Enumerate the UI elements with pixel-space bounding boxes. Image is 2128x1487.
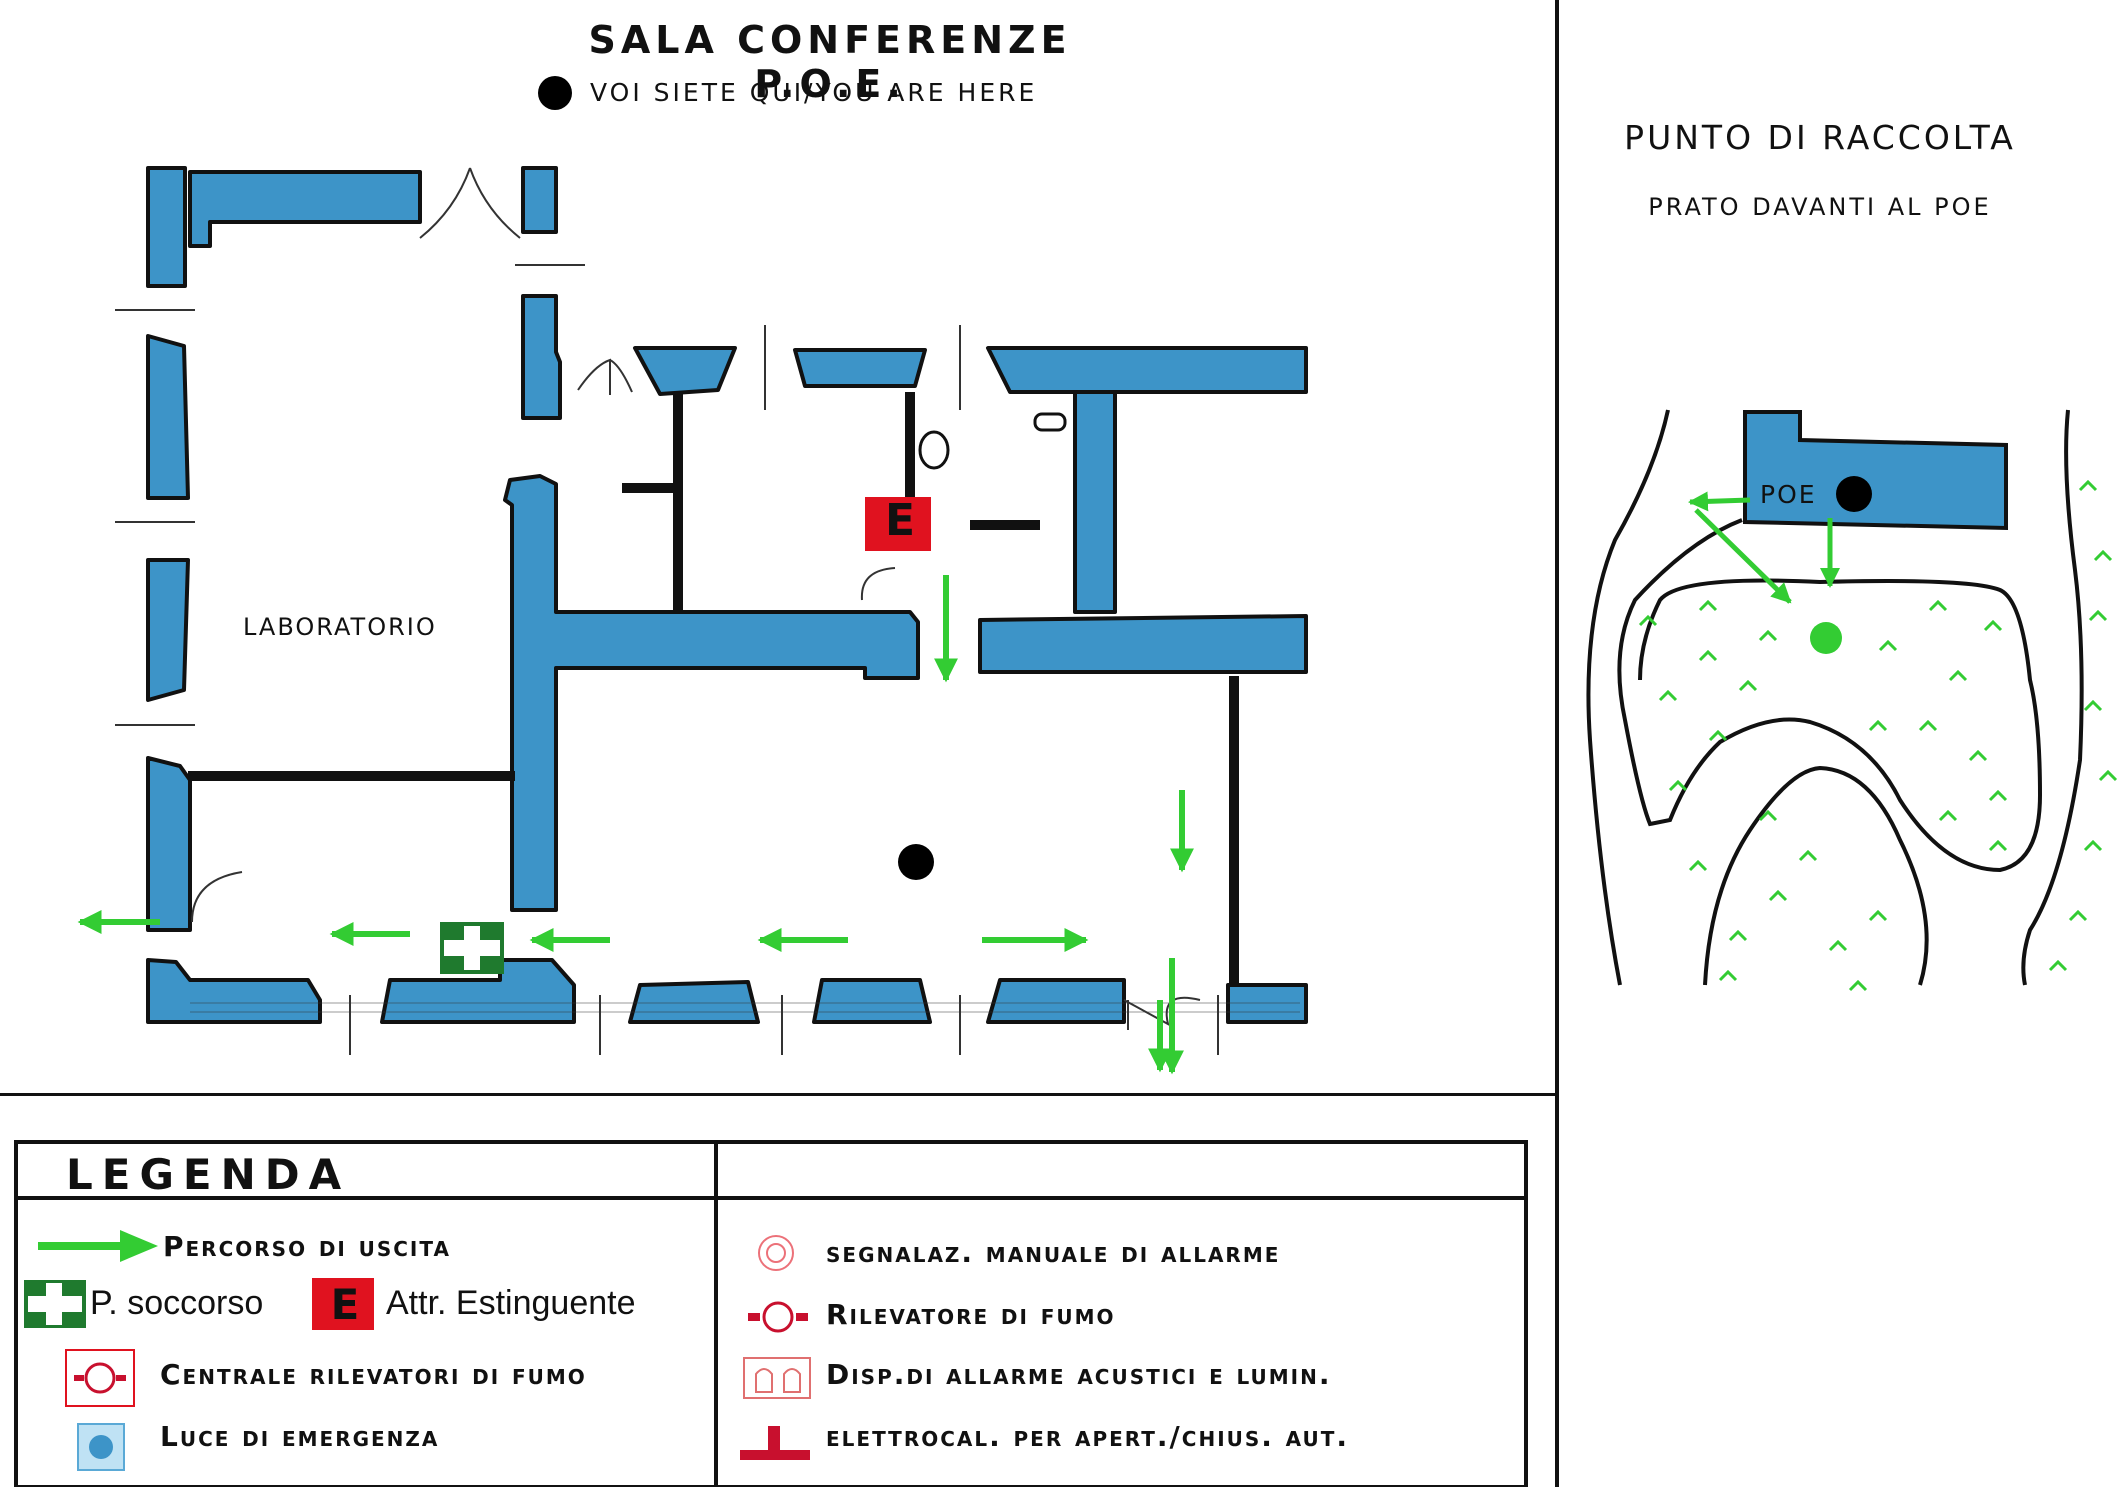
extinguisher-icon <box>312 1278 374 1330</box>
grass-pattern <box>1810 622 1842 654</box>
assembly-point-title: PUNTO DI RACCOLTA <box>1624 118 2016 157</box>
you-are-here-label: VOI SIETE QUI/YOU ARE HERE <box>590 78 1038 107</box>
acoustic-light-alarm-icon <box>743 1357 811 1399</box>
legend-label-smoke-detector: Rilevatore di fumo <box>826 1298 1116 1331</box>
poe-location-dot <box>1836 476 1872 512</box>
wall-segment <box>521 166 558 234</box>
legend-label-electromagnet: elettrocal. per apert./chius. aut. <box>826 1420 1350 1453</box>
wall-segment <box>978 614 1308 674</box>
room-label-laboratorio: LABORATORIO <box>243 613 437 641</box>
wall-segment <box>986 346 1308 394</box>
you-are-here-marker-icon <box>538 76 572 110</box>
legend-label-exit-route: Percorso di uscita <box>163 1230 451 1263</box>
legend-label-first-aid: P. soccorso <box>90 1284 264 1322</box>
wall-segment <box>521 294 562 420</box>
page-title: SALA CONFERENZE P.O.E. <box>588 18 1072 106</box>
legend-label-smoke-control-unit: Centrale rilevatori di fumo <box>160 1358 587 1391</box>
assembly-route-arrows <box>1688 491 1840 604</box>
legend-label-manual-alarm: segnalaz. manuale di allarme <box>826 1236 1281 1269</box>
wall-segment <box>146 166 187 288</box>
legend-title: LEGENDA <box>66 1150 351 1199</box>
first-aid-icon <box>24 1280 86 1328</box>
wall-segment <box>146 756 192 932</box>
manual-alarm-icon <box>758 1235 794 1271</box>
extinguisher-letter: E <box>884 495 916 546</box>
extinguisher-icon <box>865 497 931 551</box>
wall-segment <box>146 558 190 702</box>
floor-plan <box>77 166 1308 1075</box>
wall-segment <box>503 474 920 912</box>
wall-segment <box>633 346 737 396</box>
wall-segment <box>146 958 322 1024</box>
poe-building <box>1743 410 2008 531</box>
assembly-map <box>1586 409 2118 992</box>
smoke-control-unit-icon <box>65 1349 135 1407</box>
emergency-light-icon <box>77 1423 125 1471</box>
assembly-point-subtitle: PRATO DAVANTI AL POE <box>1648 193 1992 221</box>
assembly-point-dot <box>1810 622 1842 654</box>
wall-segment <box>380 958 576 1024</box>
wall-segment <box>188 170 422 248</box>
wall-segment <box>793 348 927 388</box>
green-arrow-icon <box>38 1230 158 1262</box>
legend-label-acoustic-alarm: Disp.di allarme acustici e lumin. <box>826 1358 1332 1391</box>
legend-extinguisher-letter: E <box>330 1280 360 1329</box>
first-aid-icon <box>440 922 504 974</box>
legend-label-emergency-light: Luce di emergenza <box>160 1420 440 1453</box>
smoke-detector-icon <box>748 1301 808 1333</box>
electromagnet-icon <box>740 1426 810 1460</box>
horizontal-divider <box>0 1093 1557 1096</box>
wall-segment <box>146 334 190 500</box>
exit-route-arrows <box>77 575 1194 1075</box>
legend-label-extinguisher: Attr. Estinguente <box>386 1284 636 1322</box>
vertical-divider <box>1555 0 1559 1487</box>
poe-building-label: POE <box>1760 480 1817 509</box>
current-location-dot <box>898 844 934 880</box>
